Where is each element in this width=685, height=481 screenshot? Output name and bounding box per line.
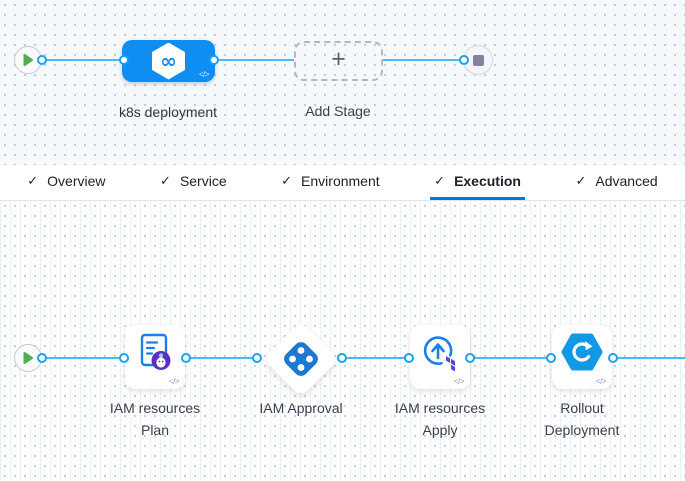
connector-point bbox=[546, 353, 556, 363]
tab-label: Advanced bbox=[595, 173, 658, 189]
stage-graph-canvas[interactable]: ∞ </> + k8s deployment Add Stage bbox=[0, 0, 685, 165]
connector-point bbox=[181, 353, 191, 363]
check-icon: ✓ bbox=[434, 173, 446, 189]
connector-point bbox=[608, 353, 618, 363]
tab-environment[interactable]: ✓ Environment bbox=[277, 165, 384, 200]
add-stage-button[interactable]: + bbox=[294, 41, 383, 81]
add-stage-label: Add Stage bbox=[305, 103, 371, 119]
connector-line bbox=[613, 357, 685, 359]
connector-line bbox=[186, 357, 257, 359]
connector-point bbox=[37, 55, 47, 65]
tab-overview[interactable]: ✓ Overview bbox=[23, 165, 109, 200]
step-iam-approval[interactable] bbox=[262, 320, 340, 398]
connector-line bbox=[42, 59, 124, 61]
plus-icon: + bbox=[331, 45, 346, 73]
yaml-code-icon[interactable]: </> bbox=[595, 377, 607, 386]
connector-line bbox=[214, 59, 294, 61]
tab-label: Overview bbox=[47, 173, 106, 189]
step-label: IAM resources Apply bbox=[370, 397, 510, 441]
infinity-glyph: ∞ bbox=[160, 49, 177, 73]
yaml-code-icon[interactable]: </> bbox=[453, 377, 465, 386]
execution-graph-canvas[interactable]: </> bbox=[0, 201, 685, 481]
check-icon: ✓ bbox=[160, 173, 171, 189]
step-label: IAM Approval bbox=[231, 397, 371, 419]
connector-point bbox=[119, 55, 129, 65]
connector-line bbox=[42, 357, 124, 359]
step-rollout-deployment[interactable]: </> bbox=[552, 325, 612, 389]
deploy-stage-icon: ∞ bbox=[152, 42, 185, 80]
connector-point bbox=[119, 353, 129, 363]
step-label-line1: IAM resources bbox=[109, 400, 201, 416]
tab-label: Environment bbox=[301, 173, 380, 189]
step-label-line1: IAM resources bbox=[394, 400, 486, 416]
yaml-code-icon[interactable]: </> bbox=[168, 377, 180, 386]
connector-point bbox=[459, 55, 469, 65]
check-icon: ✓ bbox=[575, 173, 587, 189]
play-icon bbox=[23, 352, 33, 364]
connector-point bbox=[252, 353, 262, 363]
connector-line bbox=[383, 59, 465, 61]
connector-point bbox=[465, 353, 475, 363]
step-label: Rollout Deployment bbox=[512, 397, 652, 441]
approval-icon bbox=[284, 342, 318, 376]
play-icon bbox=[23, 54, 33, 66]
stage-name-label: k8s deployment bbox=[118, 104, 218, 120]
connector-line bbox=[342, 357, 409, 359]
step-label: IAM resources Plan bbox=[85, 397, 225, 441]
connector-point bbox=[209, 55, 219, 65]
terraform-plan-icon bbox=[140, 333, 171, 370]
step-iam-resources-plan[interactable]: </> bbox=[125, 325, 185, 389]
yaml-code-icon[interactable]: </> bbox=[198, 70, 210, 79]
step-iam-resources-apply[interactable]: </> bbox=[410, 325, 470, 389]
step-label-line1: Rollout bbox=[560, 400, 604, 416]
k8s-rollout-icon bbox=[561, 333, 603, 371]
tab-service[interactable]: ✓ Service bbox=[156, 165, 231, 200]
check-icon: ✓ bbox=[281, 173, 293, 189]
terraform-apply-icon bbox=[423, 336, 456, 372]
stage-config-tabs: ✓ Overview ✓ Service ✓ Environment ✓ Exe… bbox=[0, 165, 685, 201]
connector-point bbox=[404, 353, 414, 363]
connector-line bbox=[470, 357, 551, 359]
connector-point bbox=[337, 353, 347, 363]
step-label-line2: Apply bbox=[422, 422, 458, 438]
step-label-line2: Plan bbox=[140, 422, 170, 438]
stage-node-k8s-deployment[interactable]: ∞ </> bbox=[122, 40, 215, 82]
step-label-line1: IAM Approval bbox=[259, 400, 343, 416]
tab-label: Service bbox=[179, 173, 227, 189]
stop-icon bbox=[472, 54, 484, 66]
connector-point bbox=[37, 353, 47, 363]
check-icon: ✓ bbox=[27, 173, 39, 189]
step-label-line2: Deployment bbox=[544, 422, 620, 438]
tab-execution[interactable]: ✓ Execution bbox=[430, 165, 525, 200]
tab-advanced[interactable]: ✓ Advanced bbox=[571, 165, 661, 200]
tab-label: Execution bbox=[454, 173, 521, 189]
